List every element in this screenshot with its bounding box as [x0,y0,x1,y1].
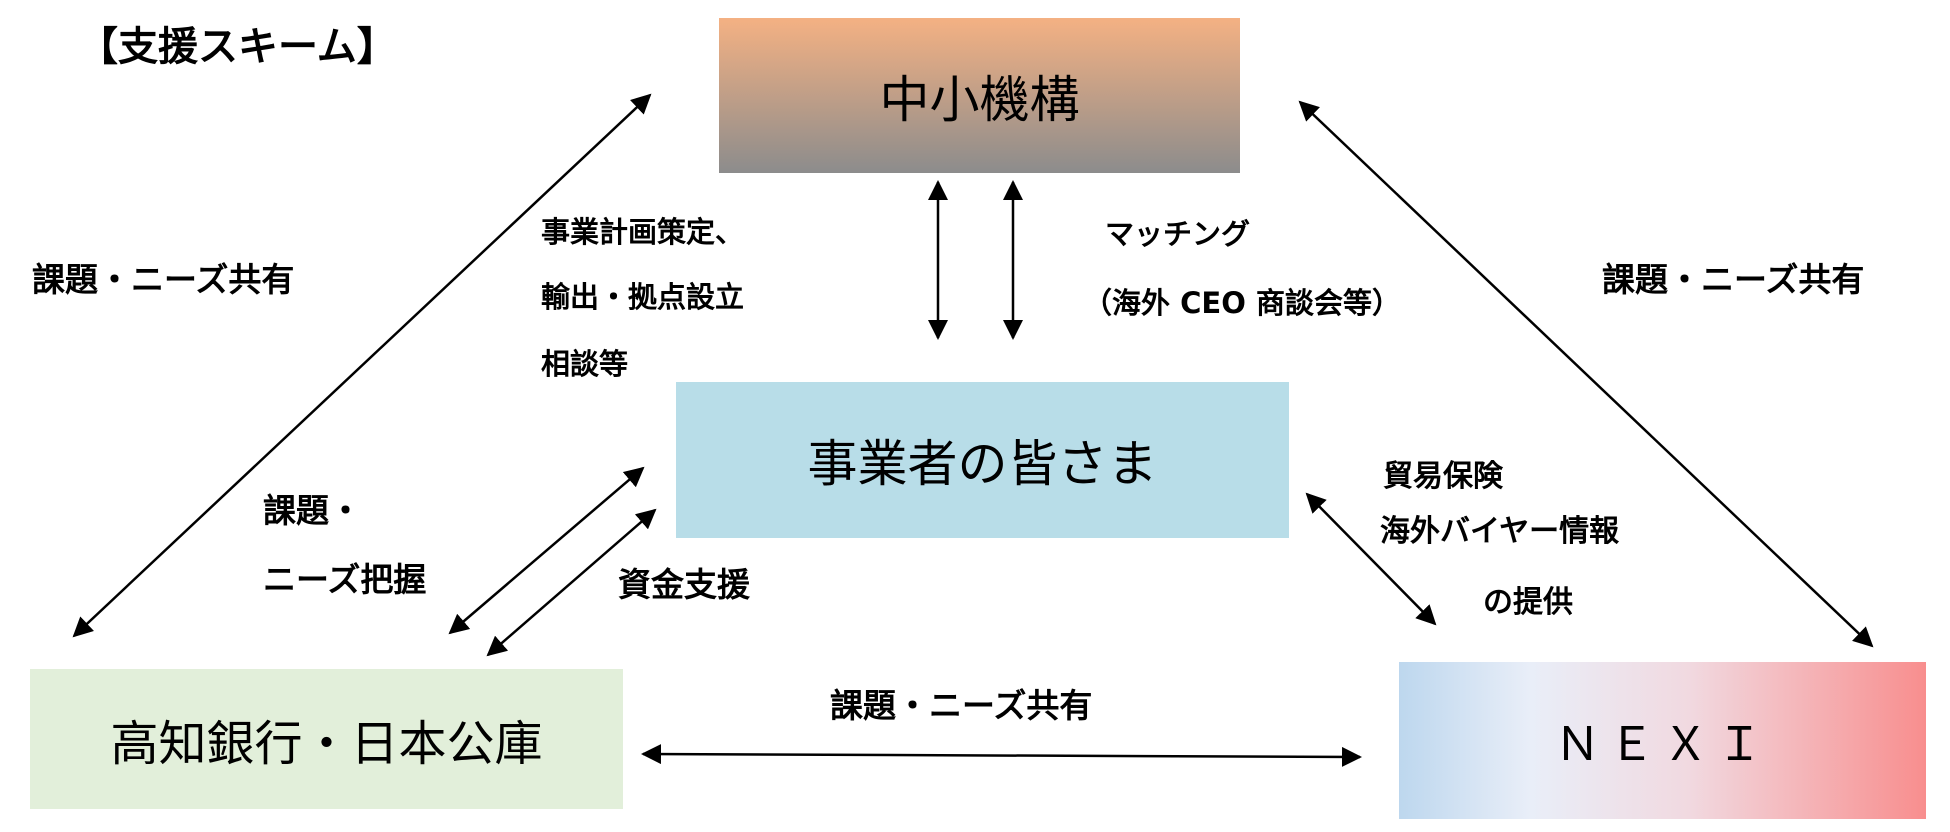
diagram-heading: 【支援スキーム】 [78,24,397,70]
arrow-bank-nexi [641,744,1362,767]
node-bank-label: 高知銀行・日本公庫 [110,716,543,772]
label-nexi-1: 貿易保険 [1383,459,1503,494]
label-funding: 資金支援 [618,565,750,604]
node-nexi: ＮＥＸＩ [1399,662,1926,819]
arrow-bank-business-1 [448,466,645,635]
label-left-share: 課題・ニーズ共有 [32,260,295,299]
node-smrj-label: 中小機構 [879,70,1080,129]
label-matching-1: マッチング [1105,217,1251,251]
label-needs-1: 課題・ [263,491,362,530]
node-bank: 高知銀行・日本公庫 [30,669,623,809]
label-nexi-3: の提供 [1483,585,1573,620]
node-business-label: 事業者の皆さま [807,435,1158,493]
arrow-bank-smrj [72,93,652,638]
label-needs-2: ニーズ把握 [263,560,427,599]
label-right-share: 課題・ニーズ共有 [1602,260,1865,299]
label-matching-2: （海外 CEO 商談会等） [1083,286,1401,320]
label-consult-3: 相談等 [541,347,629,381]
label-consult-1: 事業計画策定、 [541,215,745,249]
label-nexi-2: 海外バイヤー情報 [1380,514,1620,549]
arrow-business-nexi [1305,492,1437,626]
label-bottom-share: 課題・ニーズ共有 [830,686,1093,725]
node-business: 事業者の皆さま [676,382,1289,538]
label-consult-2: 輸出・拠点設立 [541,280,745,314]
node-smrj: 中小機構 [719,18,1240,173]
arrow-smrj-nexi [1298,100,1874,648]
node-nexi-label: ＮＥＸＩ [1554,716,1771,771]
arrow-bank-business-2 [486,508,657,657]
